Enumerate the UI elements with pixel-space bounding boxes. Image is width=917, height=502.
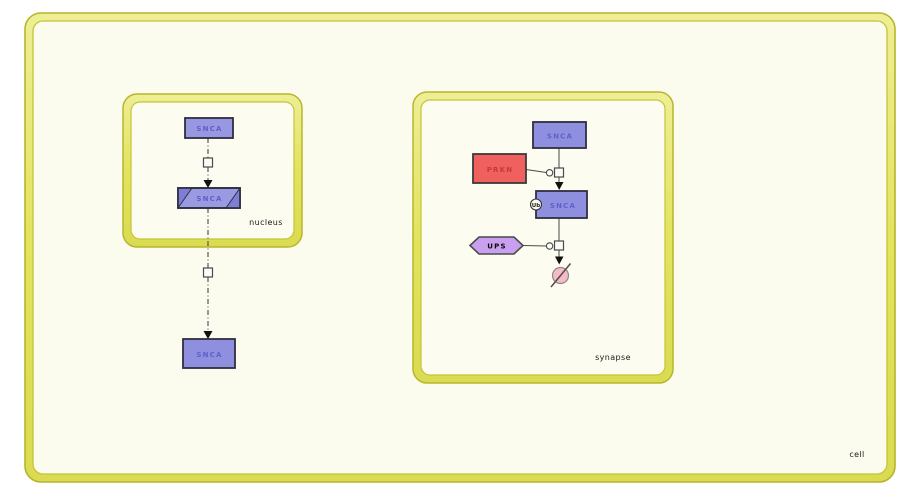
ubiquitin-state-icon <box>529 198 543 211</box>
nucleus-label: nucleus <box>249 218 283 227</box>
translation-process-square[interactable] <box>202 267 214 278</box>
transcription-process-square[interactable] <box>202 157 214 168</box>
snca-protein-label: SNCA <box>196 351 222 359</box>
ubiquitin-state-label: Ub <box>532 203 540 209</box>
nucleus-compartment[interactable] <box>122 93 303 248</box>
node-prkn[interactable]: PRKN <box>472 153 527 184</box>
nucleus-compartment-interior <box>130 101 295 240</box>
translation-arrowhead <box>203 331 213 339</box>
snca-rna-label: SNCA <box>196 195 222 203</box>
transcription-edge[interactable] <box>202 138 214 188</box>
node-snca-rna[interactable]: SNCA <box>177 187 241 209</box>
degradation-arrowhead <box>555 256 564 265</box>
prkn-label: PRKN <box>487 166 514 174</box>
transcription-arrowhead <box>203 180 213 188</box>
ups-catalysis-line <box>522 245 547 247</box>
prkn-catalysis-circle <box>545 169 554 177</box>
node-snca-gene[interactable]: SNCA <box>184 117 234 139</box>
synapse-label: synapse <box>595 353 631 362</box>
ubiquitination-process-square[interactable] <box>553 167 565 178</box>
node-snca-synapse[interactable]: SNCA <box>532 121 587 149</box>
degradation-process-square[interactable] <box>553 240 565 251</box>
snca-gene-label: SNCA <box>196 125 222 133</box>
node-ups[interactable]: UPS <box>468 236 525 255</box>
node-snca-ubiquitinated[interactable]: SNCA Ub <box>529 190 588 219</box>
ups-hexagon[interactable] <box>468 236 525 255</box>
ups-catalysis-circle <box>545 242 554 250</box>
snca-synapse-label: SNCA <box>547 133 573 141</box>
ubiquitination-arrowhead <box>555 182 564 190</box>
degradation-slash <box>550 263 572 288</box>
cell-label: cell <box>849 450 864 459</box>
degradation-edge[interactable] <box>522 218 572 288</box>
prkn-catalysis-line <box>525 169 547 173</box>
ups-label: UPS <box>487 243 506 251</box>
translation-edge[interactable] <box>202 208 214 339</box>
node-snca-protein[interactable]: SNCA <box>182 338 236 369</box>
snca-ubiquitinated-label: SNCA <box>550 202 576 210</box>
ubiquitination-edge[interactable] <box>525 148 565 190</box>
